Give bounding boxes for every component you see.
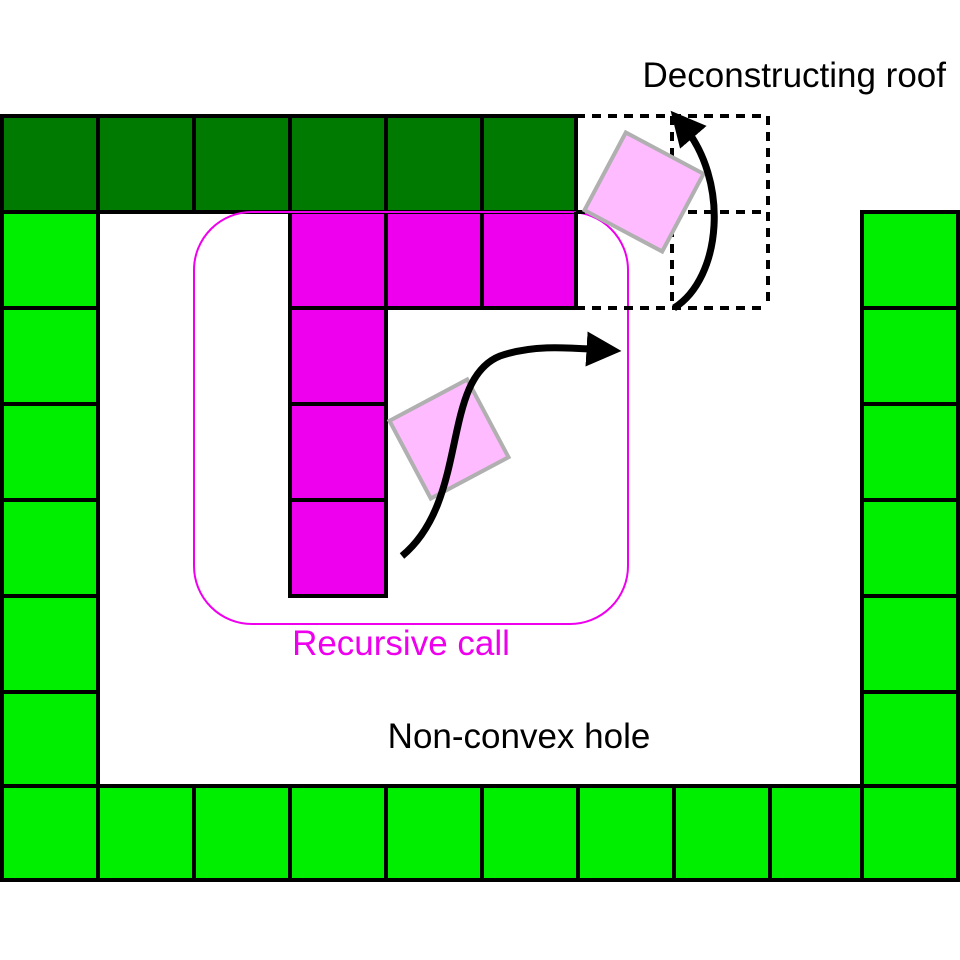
floor-block (672, 784, 772, 882)
s-curve-arrow-right-icon (399, 331, 622, 559)
wall-block (860, 402, 960, 502)
recursive-block (480, 210, 578, 310)
roof-block (192, 114, 292, 214)
roof-block (96, 114, 196, 214)
wall-block (0, 498, 100, 598)
wall-block (860, 210, 960, 310)
roof-block (0, 114, 100, 214)
roof-blocks (0, 114, 578, 214)
recursive-block (288, 306, 388, 406)
floor-block (0, 784, 100, 882)
floor-block (96, 784, 196, 882)
floor-blocks (0, 784, 960, 882)
recursive-block (288, 402, 388, 502)
moving-roof-block (581, 129, 707, 255)
recursive-block (288, 498, 388, 598)
curved-arrow-up-icon (670, 110, 718, 311)
wall-block (860, 594, 960, 694)
wall-block (0, 690, 100, 788)
floor-block (768, 784, 864, 882)
wall-block (860, 498, 960, 598)
moving-recursive-block (386, 376, 512, 502)
right-wall-blocks (860, 210, 960, 788)
non-convex-hole-label: Non-convex hole (388, 717, 651, 756)
recursive-call-frame (193, 211, 629, 625)
roof-block (288, 114, 388, 214)
wall-block (0, 402, 100, 502)
roof-block (384, 114, 484, 214)
left-wall-blocks (0, 210, 100, 788)
floor-block (192, 784, 292, 882)
recursive-block (288, 210, 388, 310)
floor-block (860, 784, 960, 882)
wall-block (860, 690, 960, 788)
wall-block (860, 306, 960, 406)
deconstructing-roof-label: Deconstructing roof (643, 56, 947, 95)
floor-block (576, 784, 676, 882)
recursive-call-label: Recursive call (292, 624, 510, 663)
floor-block (384, 784, 484, 882)
roof-block (480, 114, 578, 214)
floor-block (480, 784, 580, 882)
floor-block (288, 784, 388, 882)
wall-block (0, 594, 100, 694)
wall-block (0, 306, 100, 406)
recursive-block (384, 210, 484, 310)
wall-block (0, 210, 100, 310)
